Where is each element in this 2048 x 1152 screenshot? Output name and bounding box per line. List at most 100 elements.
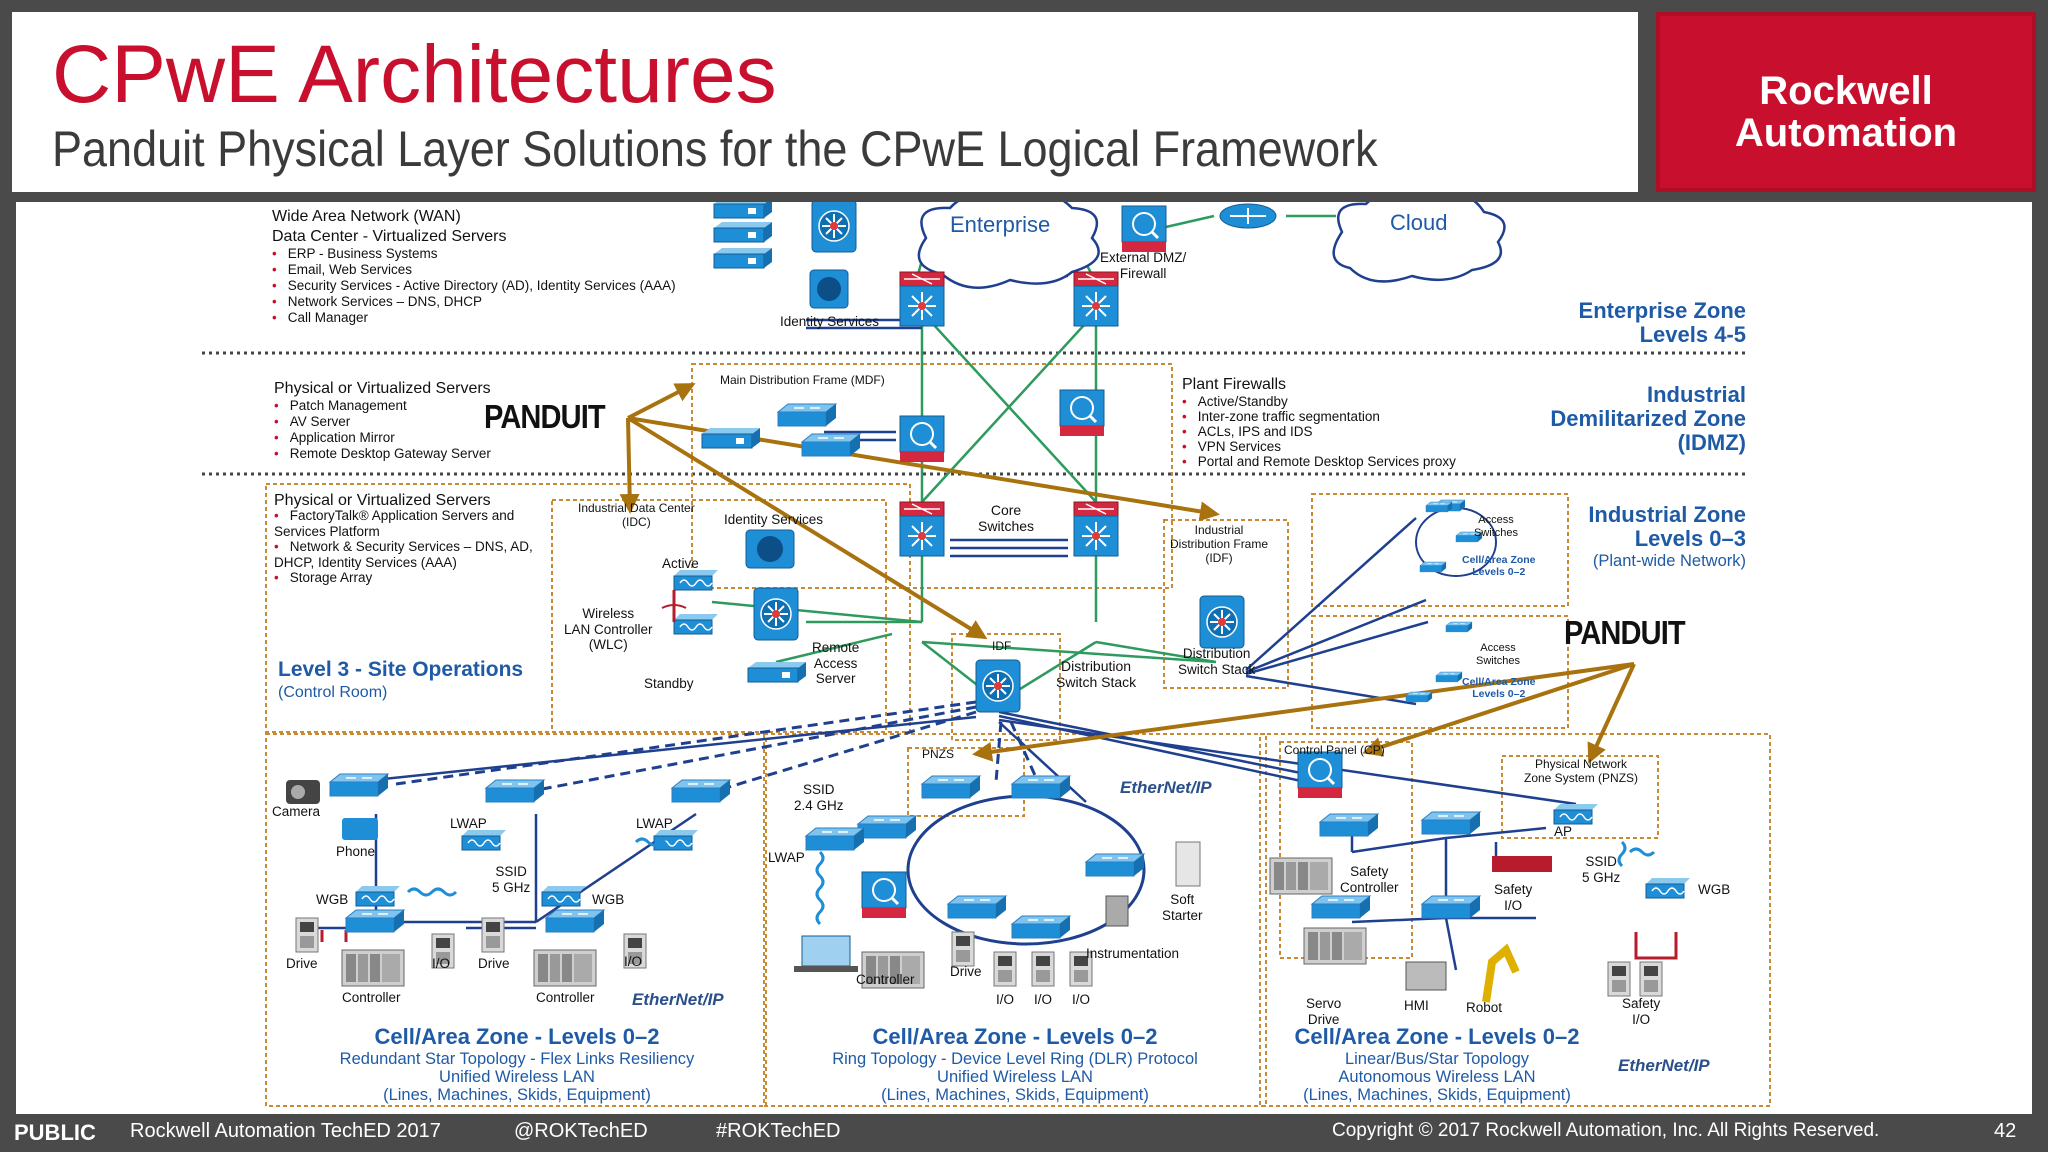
- cell-right-line1: Linear/Bus/Star Topology: [1344, 1050, 1530, 1068]
- idf-main-label: Industrial Distribution Frame (IDF): [1170, 523, 1269, 565]
- panduit-logo-right: PANDUIT: [1564, 614, 1686, 651]
- pnzs-mid-label: PNZS: [922, 747, 955, 761]
- diagram-graphics: [202, 202, 1771, 1107]
- cell-mid-line3: (Lines, Machines, Skids, Equipment): [881, 1086, 1149, 1104]
- page-number: 42: [1994, 1120, 2017, 1142]
- level3-subtitle: (Control Room): [278, 684, 388, 701]
- lwap-mid-label: LWAP: [768, 850, 805, 865]
- enterprise-bullet: Email, Web Services: [272, 262, 676, 278]
- industrial-server-bullet: Network & Security Services – DNS, AD, D…: [274, 539, 564, 570]
- idmz-servers-title: Physical or Virtualized Servers: [274, 380, 491, 397]
- servo-drive-label: Servo Drive: [1306, 996, 1342, 1027]
- industrial-zone-levels: Levels 0–3: [1634, 526, 1746, 551]
- io-mid-2-label: I/O: [1034, 992, 1053, 1007]
- page-title: CPwE Architectures: [52, 29, 777, 120]
- cell-mid-title: Cell/Area Zone - Levels 0–2: [872, 1024, 1158, 1049]
- industrial-server-bullets: FactoryTalk® Application Servers and Ser…: [274, 508, 564, 586]
- enterprise-bullet: Security Services - Active Directory (AD…: [272, 278, 676, 294]
- cell-left-caption: Cell/Area Zone - Levels 0–2 Redundant St…: [272, 1024, 762, 1104]
- access-box-top: [1311, 493, 1569, 607]
- enterprise-bullet: Network Services – DNS, DHCP: [272, 294, 676, 310]
- pnzs-right-label: Physical Network Zone System (PNZS): [1524, 757, 1639, 785]
- instrumentation-label: Instrumentation: [1086, 946, 1180, 961]
- access-switches-top-label: Access Switches: [1474, 514, 1519, 539]
- public-label: PUBLIC: [14, 1120, 96, 1145]
- logo-text-line2: Automation: [1734, 111, 1958, 155]
- mdf-box: [691, 363, 1173, 589]
- cell-zone-small-bottom: Cell/Area Zone Levels 0–2: [1462, 676, 1536, 701]
- access-switches-bottom-label: Access Switches: [1476, 642, 1521, 667]
- industrial-server-bullet: FactoryTalk® Application Servers and Ser…: [274, 508, 564, 539]
- cell-mid-box: [763, 733, 1267, 1107]
- cell-left-line3: (Lines, Machines, Skids, Equipment): [383, 1086, 651, 1104]
- firewall-bullet: Inter-zone traffic segmentation: [1182, 409, 1456, 424]
- industrial-server-bullet: Storage Array: [274, 570, 564, 586]
- rockwell-logo: Rockwell Automation: [1656, 12, 2036, 192]
- cloud-label: Cloud: [1390, 210, 1448, 235]
- wgb-right-label: WGB: [592, 892, 625, 907]
- identity-services-label: Identity Services: [780, 314, 880, 329]
- cell-left-title: Cell/Area Zone - Levels 0–2: [374, 1024, 660, 1049]
- hashtag: #ROKTechED: [716, 1120, 841, 1142]
- ssid-24ghz-label: SSID 2.4 GHz: [794, 782, 844, 813]
- cell-zone-small-top: Cell/Area Zone Levels 0–2: [1462, 554, 1536, 579]
- event-name: Rockwell Automation TechED 2017: [130, 1120, 441, 1142]
- cell-mid-caption: Cell/Area Zone - Levels 0–2 Ring Topolog…: [770, 1024, 1260, 1104]
- plant-firewalls-title: Plant Firewalls: [1182, 376, 1287, 393]
- cell-left-line2: Unified Wireless LAN: [439, 1068, 595, 1086]
- architecture-diagram: Wide Area Network (WAN) Data Center - Vi…: [16, 202, 2032, 1114]
- control-panel-label: Control Panel (CP): [1284, 743, 1385, 757]
- cloud-shapes: [917, 202, 1506, 289]
- wlc-label: Wireless LAN Controller (WLC): [564, 606, 653, 653]
- idmz-server-bullets: Patch Management AV Server Application M…: [274, 398, 491, 462]
- io-mid-3-label: I/O: [1072, 992, 1091, 1007]
- safety-controller-label: Safety Controller: [1340, 864, 1399, 895]
- ethernet-ip-logo-mid: EtherNet/IP: [1120, 778, 1212, 797]
- idmz-zone-title-1: Industrial: [1646, 382, 1746, 407]
- dist-stack-label: Distribution Switch Stack: [1056, 658, 1137, 691]
- idf-main-box: [1163, 519, 1289, 689]
- ethernet-ip-logo-right: EtherNet/IP: [1618, 1056, 1710, 1075]
- hmi-label: HMI: [1404, 998, 1429, 1013]
- idf-box: [951, 633, 1061, 741]
- firewall-bullet: Portal and Remote Desktop Services proxy: [1182, 454, 1456, 469]
- io-left-label: I/O: [432, 956, 451, 971]
- cell-left-box: [265, 733, 767, 1107]
- core-switches-label: Core Switches: [978, 502, 1035, 535]
- ethernet-ip-logo-left: EtherNet/IP: [632, 990, 724, 1009]
- footer-bar: PUBLIC Rockwell Automation TechED 2017 @…: [0, 1114, 2048, 1152]
- page-subtitle: Panduit Physical Layer Solutions for the…: [52, 121, 1378, 177]
- enterprise-zone-levels: Levels 4-5: [1639, 322, 1746, 347]
- level3-title: Level 3 - Site Operations: [278, 658, 524, 681]
- cell-right-line3: (Lines, Machines, Skids, Equipment): [1303, 1086, 1571, 1104]
- standby-label: Standby: [644, 676, 694, 691]
- robot-label: Robot: [1466, 1000, 1503, 1015]
- industrial-zone-sub: (Plant-wide Network): [1592, 552, 1746, 570]
- idmz-server-bullet: AV Server: [274, 414, 491, 430]
- drive-left-label: Drive: [286, 956, 318, 971]
- cell-right-caption: Cell/Area Zone - Levels 0–2 Linear/Bus/S…: [1272, 1024, 1602, 1104]
- cell-right-box: [1259, 733, 1771, 1107]
- safety-io-right-label: Safety I/O: [1622, 996, 1661, 1027]
- industrial-servers-title: Physical or Virtualized Servers: [274, 492, 491, 509]
- soft-starter-label: Soft Starter: [1162, 892, 1203, 923]
- pnzs-right-box: [1501, 755, 1659, 839]
- idmz-server-bullet: Patch Management: [274, 398, 491, 414]
- wan-title: Wide Area Network (WAN): [272, 208, 461, 225]
- idc-label: Industrial Data Center (IDC): [578, 501, 695, 529]
- controller-mid-label: Controller: [856, 972, 915, 987]
- io-right-label: I/O: [624, 954, 643, 969]
- plant-firewalls-bullets: Active/Standby Inter-zone traffic segmen…: [1182, 394, 1456, 469]
- industrial-zone-title: Industrial Zone: [1588, 502, 1746, 527]
- ssid-5ghz-label: SSID 5 GHz: [492, 864, 531, 895]
- controller-right-label: Controller: [536, 990, 595, 1005]
- lwap-left-label: LWAP: [450, 816, 487, 831]
- access-box-bottom: [1311, 615, 1569, 729]
- mdf-label: Main Distribution Frame (MDF): [720, 373, 885, 387]
- enterprise-bullet: Call Manager: [272, 310, 676, 326]
- panduit-logo-top: PANDUIT: [484, 398, 606, 435]
- twitter-handle: @ROKTechED: [514, 1120, 648, 1142]
- copyright: Copyright © 2017 Rockwell Automation, In…: [1332, 1120, 1880, 1141]
- cell-left-line1: Redundant Star Topology - Flex Links Res…: [339, 1050, 695, 1068]
- wgb-left-label: WGB: [316, 892, 349, 907]
